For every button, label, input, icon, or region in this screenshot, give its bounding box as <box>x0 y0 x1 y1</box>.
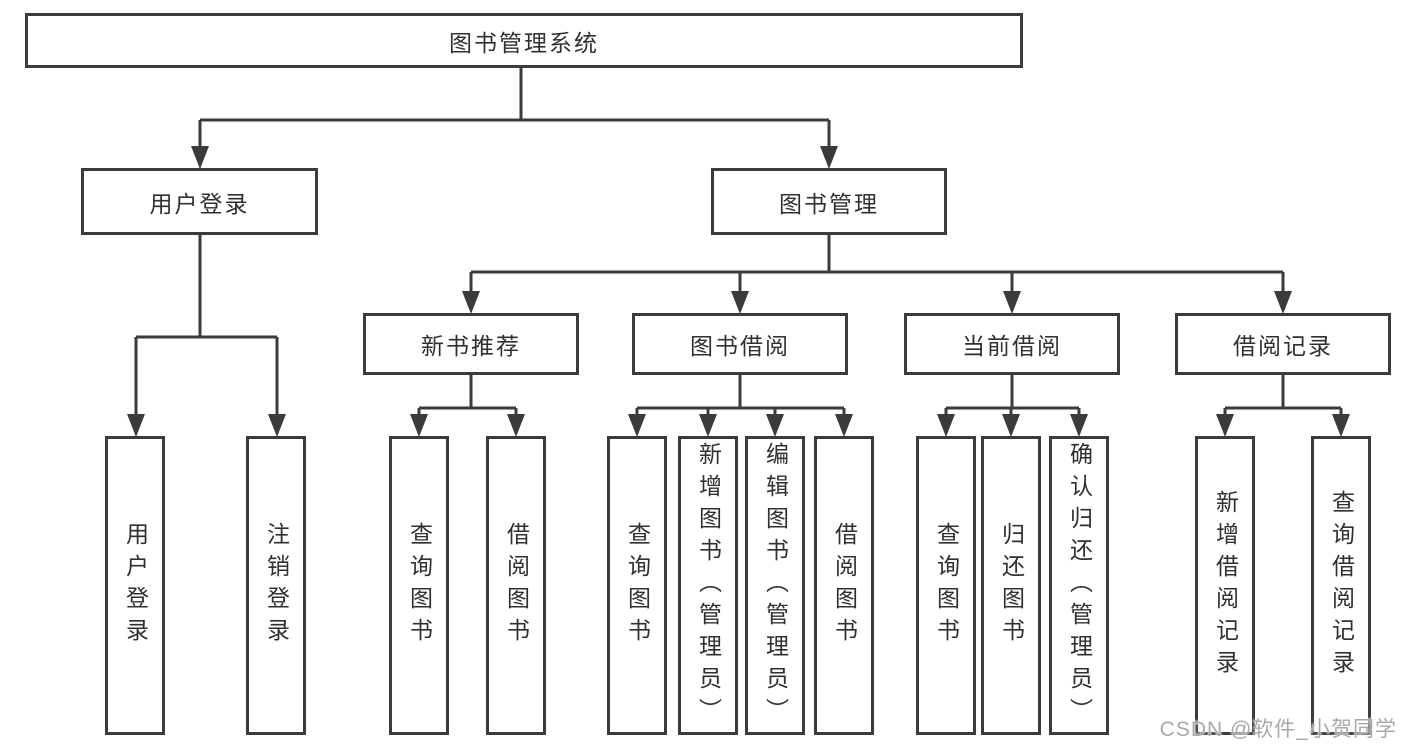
leaf-edit-book-admin: 编辑图书（管理员） <box>745 436 805 735</box>
arrow-down-icon <box>268 414 286 437</box>
node-label: 编辑图书（管理员） <box>762 441 789 730</box>
watermark-text: CSDN @软件_小贺同学 <box>1159 718 1397 741</box>
node-user-login: 用户登录 <box>81 168 318 235</box>
arrow-down-icon <box>1003 291 1021 314</box>
node-label: 新增图书（管理员） <box>695 441 722 730</box>
node-label: 图书管理 <box>779 190 879 217</box>
node-borrowing-records: 借阅记录 <box>1175 313 1391 375</box>
node-label: 确认归还（管理员） <box>1066 441 1093 730</box>
arrow-down-icon <box>820 146 838 169</box>
arrow-down-icon <box>1274 291 1292 314</box>
node-label: 查询图书 <box>406 521 433 650</box>
node-label: 查询图书 <box>624 521 651 650</box>
leaf-return-book: 归还图书 <box>981 436 1041 735</box>
leaf-add-book-admin: 新增图书（管理员） <box>678 436 738 735</box>
leaf-query-books-borrowing: 查询图书 <box>607 436 667 735</box>
arrow-down-icon <box>462 291 480 314</box>
arrow-down-icon <box>410 414 428 437</box>
arrow-down-icon <box>1002 414 1020 437</box>
node-label: 借阅图书 <box>503 521 530 650</box>
leaf-borrow-books-recommend: 借阅图书 <box>486 436 546 735</box>
node-label: 当前借阅 <box>962 333 1062 359</box>
node-label: 图书借阅 <box>690 333 790 359</box>
arrow-down-icon <box>1332 414 1350 437</box>
node-label: 图书管理系统 <box>449 29 599 56</box>
arrow-down-icon <box>507 414 525 437</box>
arrow-down-icon <box>731 291 749 314</box>
node-label: 新增借阅记录 <box>1212 489 1239 682</box>
node-label: 注销登录 <box>263 521 290 650</box>
arrow-down-icon <box>766 414 784 437</box>
node-label: 用户登录 <box>149 190 250 217</box>
node-label: 新书推荐 <box>421 333 521 359</box>
leaf-user-login: 用户登录 <box>105 436 165 735</box>
arrow-down-icon <box>628 414 646 437</box>
node-book-borrowing: 图书借阅 <box>632 313 848 375</box>
arrow-down-icon <box>1216 414 1234 437</box>
node-new-book-recommendation: 新书推荐 <box>363 313 579 375</box>
node-book-management: 图书管理 <box>711 168 947 235</box>
arrow-down-icon <box>699 414 717 437</box>
node-label: 查询借阅记录 <box>1328 489 1355 682</box>
node-label: 借阅记录 <box>1233 333 1333 359</box>
node-label: 借阅图书 <box>831 521 858 650</box>
arrow-down-icon <box>127 414 145 437</box>
leaf-borrow-books-borrowing: 借阅图书 <box>814 436 874 735</box>
node-label: 查询图书 <box>933 521 960 650</box>
node-label: 用户登录 <box>122 521 149 650</box>
node-label: 归还图书 <box>998 521 1025 650</box>
leaf-logout: 注销登录 <box>246 436 306 735</box>
leaf-query-books-current: 查询图书 <box>916 436 976 735</box>
leaf-add-borrow-record: 新增借阅记录 <box>1195 436 1255 735</box>
leaf-query-borrow-record: 查询借阅记录 <box>1311 436 1371 735</box>
arrow-down-icon <box>191 146 209 169</box>
node-current-borrowing: 当前借阅 <box>904 313 1120 375</box>
leaf-confirm-return-admin: 确认归还（管理员） <box>1049 436 1109 735</box>
arrow-down-icon <box>937 414 955 437</box>
node-library-management-system: 图书管理系统 <box>25 13 1023 68</box>
leaf-query-books-recommend: 查询图书 <box>389 436 449 735</box>
arrow-down-icon <box>1070 414 1088 437</box>
arrow-down-icon <box>835 414 853 437</box>
